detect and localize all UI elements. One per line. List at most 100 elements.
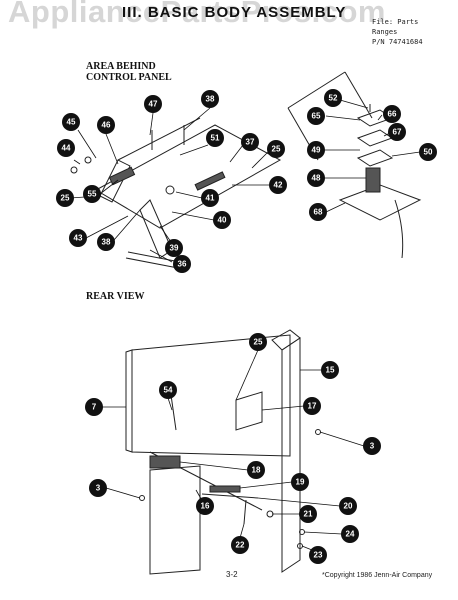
svg-text:3: 3 [370, 442, 375, 451]
leader-line [99, 179, 119, 195]
callout-65: 65 [307, 107, 325, 125]
callout-37: 37 [241, 133, 259, 151]
page-number: 3-2 [226, 570, 238, 579]
leader-line [179, 461, 249, 471]
callout-41: 41 [201, 189, 219, 207]
svg-text:46: 46 [102, 121, 111, 130]
svg-text:52: 52 [329, 94, 338, 103]
control-panel-assembly [70, 117, 282, 269]
callout-24: 24 [341, 525, 359, 543]
svg-text:48: 48 [312, 174, 321, 183]
leader-line [171, 211, 215, 221]
section-heading-control-panel-2: CONTROL PANEL [86, 72, 172, 83]
rear-view-assembly [125, 329, 321, 575]
callout-20: 20 [339, 497, 357, 515]
callout-36: 36 [173, 255, 191, 273]
callout-15: 15 [321, 361, 339, 379]
clip-plate [356, 129, 394, 147]
leader-line [179, 144, 209, 156]
switch-block [108, 166, 136, 186]
leader-line [159, 225, 172, 243]
leader-line [251, 151, 269, 169]
callout-40: 40 [213, 211, 231, 229]
leg-screw [243, 499, 247, 525]
svg-text:25: 25 [61, 194, 70, 203]
callout-45: 45 [62, 113, 80, 131]
leader-line [105, 487, 141, 499]
svg-text:25: 25 [254, 338, 263, 347]
valve-subassembly [287, 71, 422, 259]
leader-line [77, 129, 97, 159]
callout-21: 21 [299, 505, 317, 523]
bottom-rail-lower [125, 257, 179, 269]
callout-42: 42 [269, 176, 287, 194]
svg-text:37: 37 [246, 138, 255, 147]
supply-tube [394, 199, 404, 259]
callout-3: 3 [363, 437, 381, 455]
svg-text:42: 42 [274, 181, 283, 190]
svg-text:19: 19 [296, 478, 305, 487]
bracket-17 [235, 391, 263, 431]
lower-rail-2 [201, 493, 259, 499]
svg-text:41: 41 [206, 194, 215, 203]
svg-text:3: 3 [96, 484, 101, 493]
leader-line [301, 545, 313, 551]
svg-text:17: 17 [308, 402, 317, 411]
callout-3: 3 [89, 479, 107, 497]
callout-23: 23 [309, 546, 327, 564]
leader-line [391, 151, 421, 157]
leader-line [183, 107, 211, 131]
callout-51: 51 [206, 129, 224, 147]
callout-47: 47 [144, 95, 162, 113]
bracket-edge [287, 71, 346, 109]
section-heading-control-panel-1: AREA BEHIND [86, 61, 156, 72]
side-bracket [99, 159, 131, 203]
corner-post-right [281, 337, 301, 573]
bracket-edge [344, 71, 373, 119]
callout-50: 50 [419, 143, 437, 161]
callout-22: 22 [231, 536, 249, 554]
svg-text:36: 36 [178, 260, 187, 269]
callout-43: 43 [69, 229, 87, 247]
pad-18 [149, 455, 181, 469]
svg-text:23: 23 [314, 551, 323, 560]
file-info-line: File: Parts [372, 18, 419, 26]
svg-text:39: 39 [170, 244, 179, 253]
svg-text:25: 25 [272, 145, 281, 154]
screw [70, 166, 78, 174]
callout-25: 25 [249, 333, 267, 351]
svg-text:21: 21 [304, 510, 313, 519]
copyright: *Copyright 1986 Jenn-Air Company [322, 572, 433, 579]
svg-text:51: 51 [211, 134, 220, 143]
callout-18: 18 [247, 461, 265, 479]
screw [139, 495, 145, 501]
svg-text:15: 15 [326, 366, 335, 375]
callout-25: 25 [267, 140, 285, 158]
callout-54: 54 [159, 381, 177, 399]
svg-text:18: 18 [252, 466, 261, 475]
leader-lines [69, 97, 421, 551]
leader-line [319, 431, 365, 447]
leader-line [105, 133, 119, 165]
callout-66: 66 [383, 105, 401, 123]
callout-68: 68 [309, 203, 327, 221]
leader-line [149, 112, 154, 136]
callout-7: 7 [85, 398, 103, 416]
callout-38: 38 [97, 233, 115, 251]
svg-text:54: 54 [164, 386, 173, 395]
control-panel-bracket [94, 124, 282, 229]
svg-text:67: 67 [393, 128, 402, 137]
leader-line [113, 209, 141, 241]
svg-text:65: 65 [312, 112, 321, 121]
file-info-line: P/N 74741684 [372, 38, 423, 46]
svg-text:24: 24 [346, 530, 355, 539]
panel-top-edge [117, 117, 201, 161]
callout-44: 44 [57, 139, 75, 157]
file-info: File: Parts Ranges P/N 74741684 [372, 17, 423, 47]
svg-text:47: 47 [149, 100, 158, 109]
fitting [165, 185, 175, 195]
svg-text:20: 20 [344, 502, 353, 511]
leader-line [257, 497, 341, 507]
svg-text:50: 50 [424, 148, 433, 157]
corner-post-left [149, 465, 201, 575]
